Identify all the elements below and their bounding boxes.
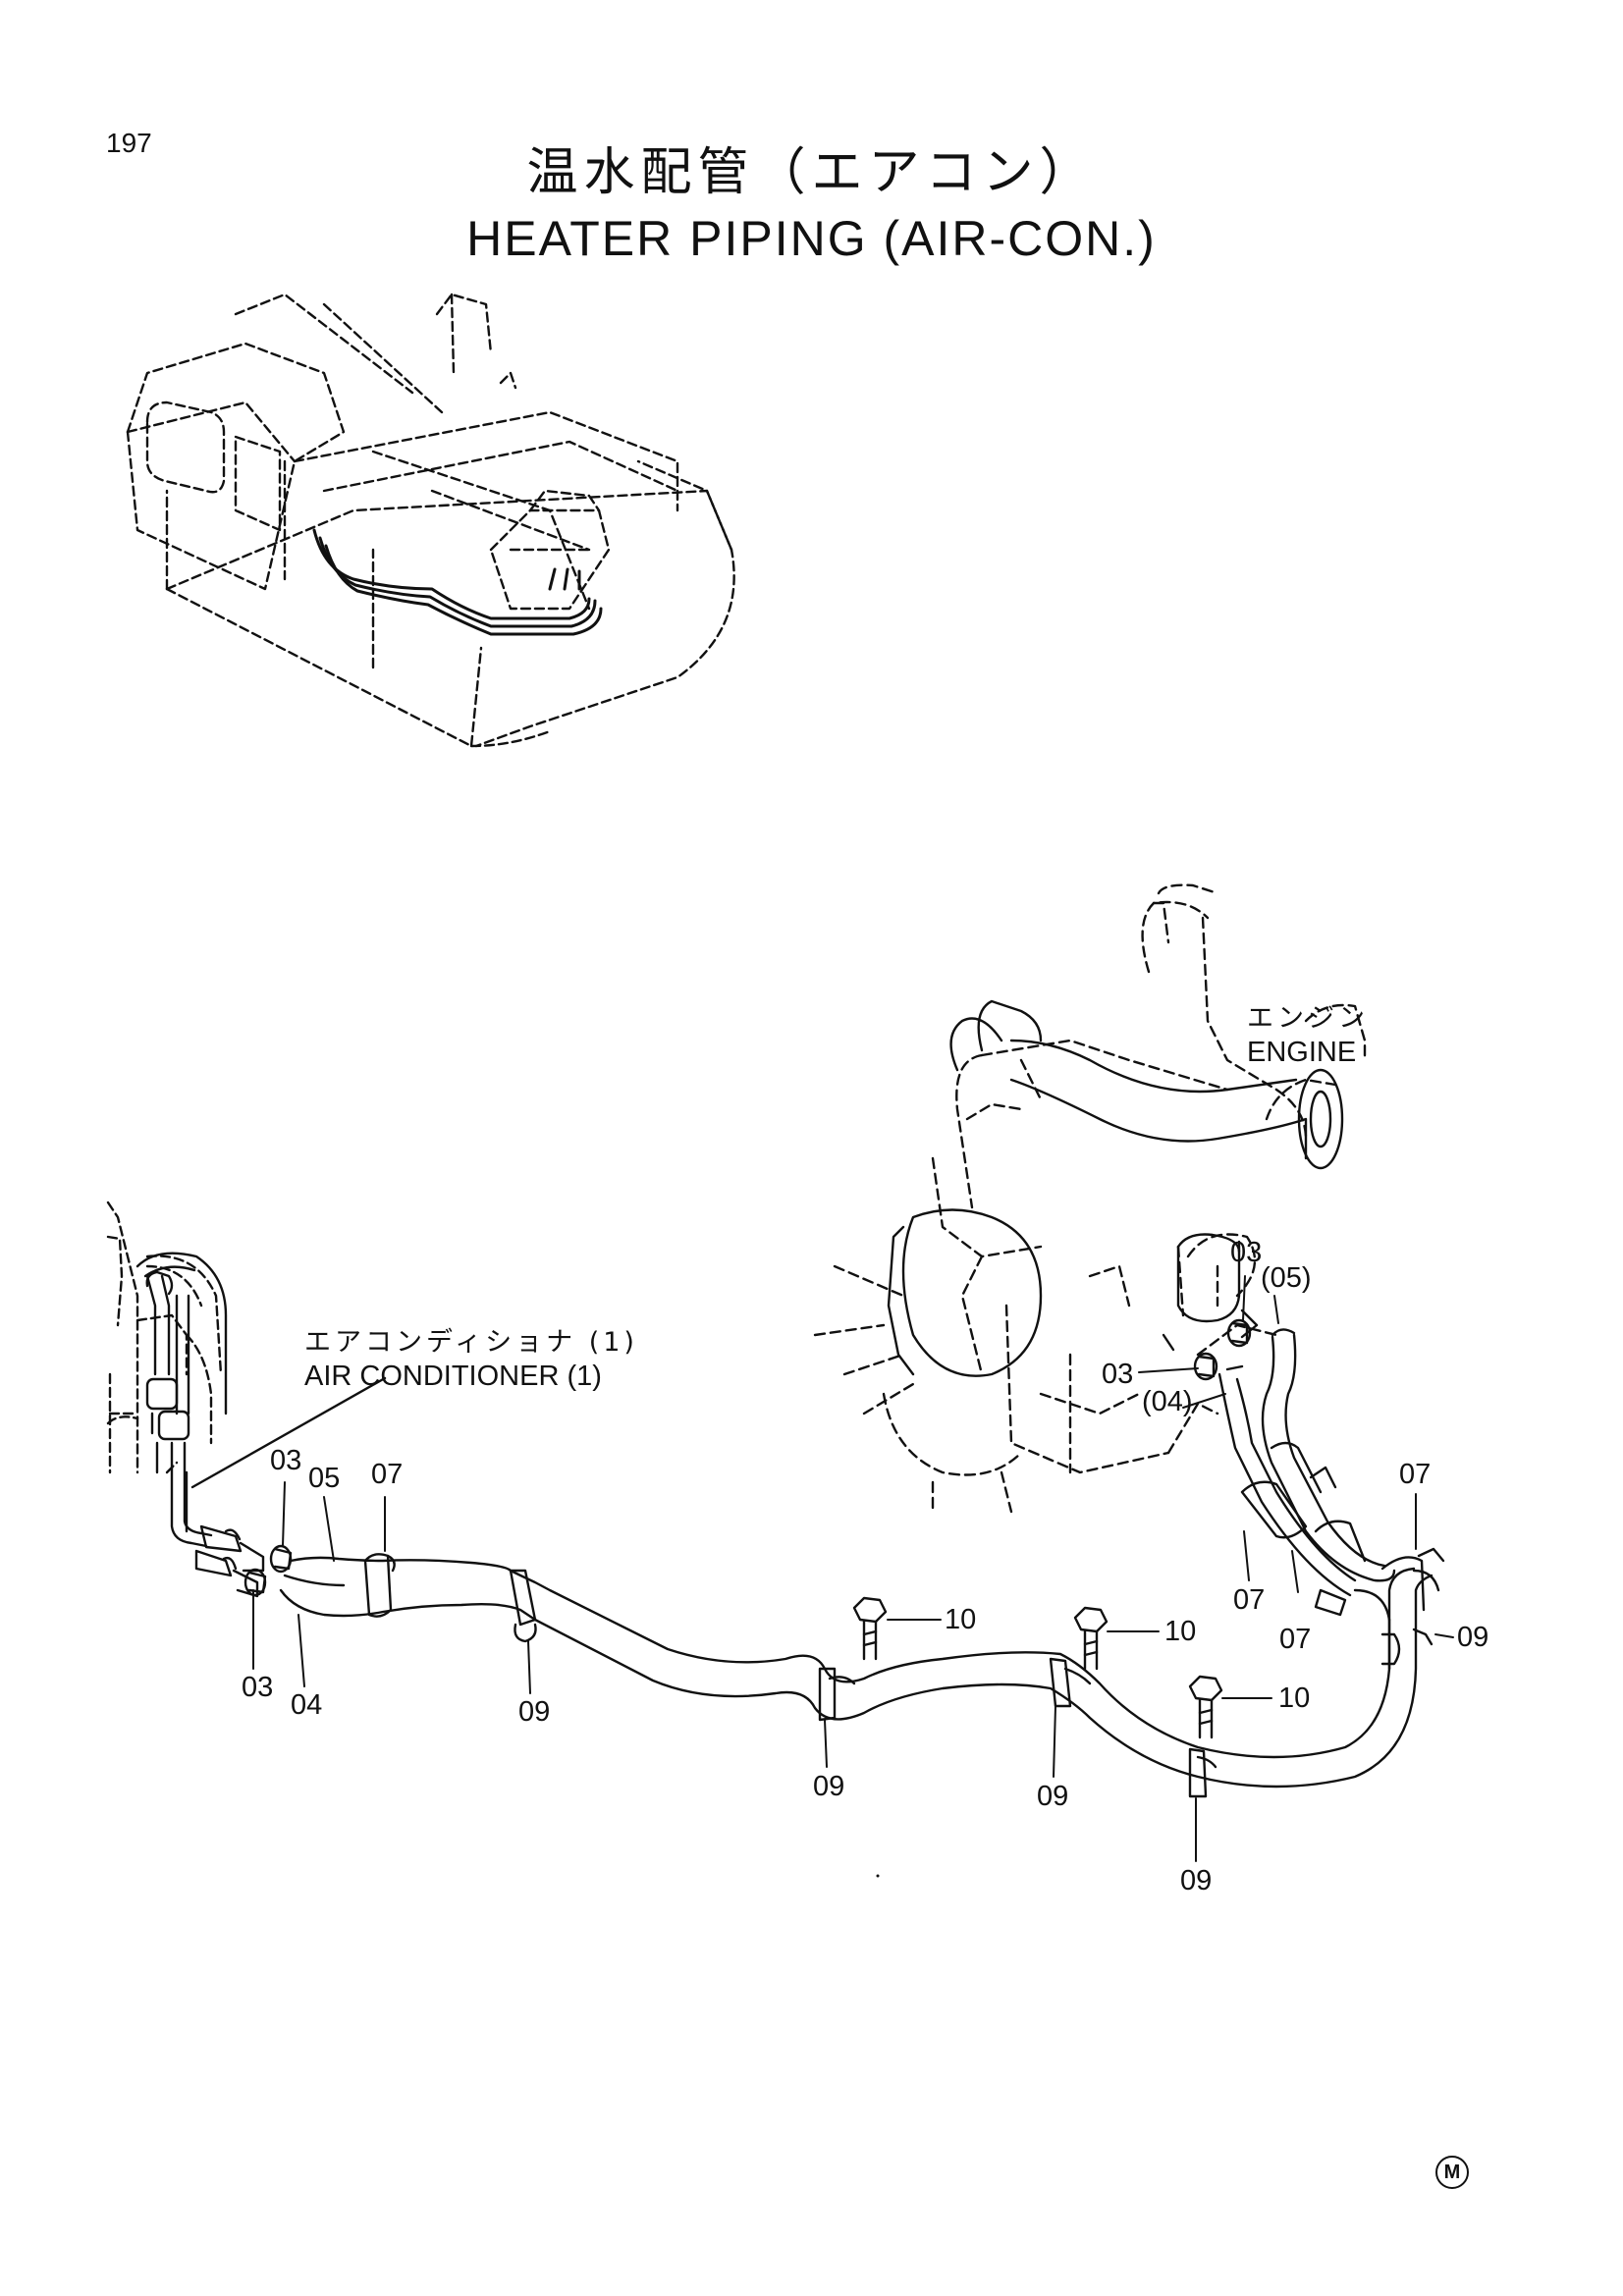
circled-m-mark: M [1435, 2156, 1469, 2189]
air-conditioner-unit-illustration [106, 1201, 223, 1474]
hose-clamps-left [243, 1544, 293, 1597]
engine-illustration [813, 883, 1367, 1514]
callout-03-engine-mid: 03 [1102, 1359, 1134, 1390]
callout-04-bottom: 04 [291, 1689, 323, 1721]
air-conditioner-solid-parts [135, 1252, 265, 1598]
page-title-english: HEATER PIPING (AIR-CON.) [466, 211, 1157, 266]
engine-label-japanese: エンジン [1247, 1003, 1369, 1034]
engine-label-english: ENGINE [1247, 1037, 1357, 1068]
callout-09-c: 09 [1037, 1781, 1069, 1812]
callout-05-engine: (05) [1261, 1262, 1312, 1294]
aircon-leader-line [190, 1376, 387, 1489]
callout-09-right: 09 [1457, 1622, 1489, 1653]
callout-10-b: 10 [1164, 1616, 1197, 1647]
callout-05-left: 05 [308, 1463, 341, 1494]
callout-09-d: 09 [1180, 1865, 1213, 1896]
callout-07-c: 07 [1279, 1624, 1312, 1655]
callout-03-bottom: 03 [242, 1672, 274, 1703]
overview-hose-routing [312, 528, 603, 636]
aircon-label-english: AIR CONDITIONER (1) [304, 1361, 602, 1392]
hose-clamps-engine [1193, 1318, 1252, 1381]
callout-leader-lines [252, 1275, 1454, 1862]
aircon-label-japanese: エアコンディショナ (1) [304, 1327, 638, 1358]
callout-07-left: 07 [371, 1459, 404, 1490]
main-heater-hose [279, 1556, 1434, 1789]
support-clamps [509, 1569, 1434, 1798]
excavator-overview-illustration [126, 293, 735, 748]
callout-09-a: 09 [518, 1696, 551, 1728]
engine-solid-parts [887, 999, 1344, 1377]
page-number: 197 [106, 128, 152, 158]
callout-03-left: 03 [270, 1445, 302, 1476]
callout-07-right: 07 [1399, 1459, 1432, 1490]
page-title-japanese: 温水配管（エアコン） [526, 143, 1097, 202]
mounting-bolts [852, 1596, 1223, 1739]
callout-04-engine: (04) [1142, 1386, 1193, 1417]
callout-07-b: 07 [1233, 1584, 1266, 1616]
callout-09-b: 09 [813, 1771, 845, 1802]
callout-03-engine-top: 03 [1230, 1237, 1263, 1268]
engine-hoses [1217, 1328, 1440, 1671]
callout-10-c: 10 [1278, 1682, 1311, 1714]
callout-10-a: 10 [945, 1604, 977, 1635]
band-clamps [363, 1441, 1445, 1618]
